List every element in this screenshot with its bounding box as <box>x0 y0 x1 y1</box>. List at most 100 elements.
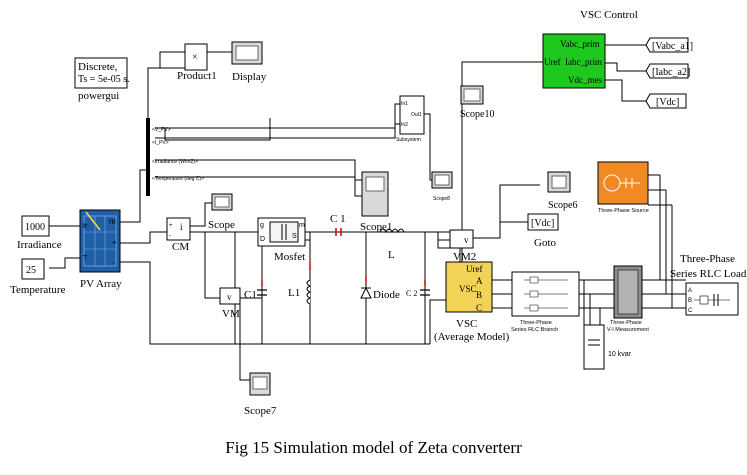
scope1-block[interactable]: Scope1 <box>360 171 392 233</box>
mosfet-label: Mosfet <box>274 251 305 263</box>
vm2-label: VM2 <box>453 251 476 263</box>
vsc-average-model-block[interactable]: VSC Uref A B C VSC (Average Model) <box>434 261 510 343</box>
temperature-block[interactable]: 25 Temperature <box>10 258 66 296</box>
irradiance-block[interactable]: 1000 Irradiance <box>17 215 62 251</box>
subsystem-in2: In2 <box>401 122 408 128</box>
bus-signal-labels: <V_PV> <I_PV> <Irradiance (W/m2)> <Tempe… <box>152 127 204 182</box>
scope8-label: Scope8 <box>433 196 450 202</box>
goto-block-label: Goto <box>534 237 557 249</box>
vm-label: VM <box>222 308 240 320</box>
pv-port-t: T <box>83 255 88 262</box>
rlc-load-line1: Three-Phase <box>680 253 735 265</box>
multiply-icon: × <box>192 52 198 63</box>
scope8-block[interactable]: Scope8 <box>431 171 453 202</box>
capbank-label: 10 kvar <box>608 351 632 358</box>
bus-signal-temperature: <Temperature (deg C)> <box>152 176 204 182</box>
vsc-port-b: B <box>476 290 482 300</box>
rlc-load-line2: Series RLC Load <box>670 268 747 280</box>
bus-signal-vpv: <V_PV> <box>152 127 171 133</box>
capbank-block[interactable]: 10 kvar <box>583 324 632 370</box>
vm2-block[interactable]: v VM2 <box>449 229 476 263</box>
diode-block[interactable]: Diode <box>360 276 400 301</box>
irradiance-value: 1000 <box>25 222 45 233</box>
svg-text:B: B <box>688 298 692 304</box>
l1-inductor[interactable]: L1 <box>288 262 312 305</box>
temperature-value: 25 <box>26 265 36 276</box>
goto-tag-vabc-label: [Vabc_a1] <box>652 41 693 52</box>
mosfet-port-d: D <box>260 236 265 243</box>
mosfet-port-g: g <box>260 222 264 229</box>
vi-meas-line2: V-I Measurement <box>607 327 649 333</box>
vm-symbol: v <box>227 292 232 302</box>
powergui-line2: Ts = 5e-05 s. <box>78 74 130 85</box>
pv-array-block[interactable]: m + - Ir T PV Array <box>79 209 122 290</box>
goto-tag-iabc[interactable]: [Iabc_a2] <box>645 63 690 79</box>
rlc-load-block[interactable]: Three-Phase Series RLC Load A B C <box>670 253 747 316</box>
scope-label: Scope <box>208 219 235 231</box>
mosfet-port-s: S <box>292 233 297 240</box>
c1-shunt-capacitor[interactable]: C1 <box>244 280 267 301</box>
vsc-control-out: Uref <box>544 57 561 67</box>
powergui-label: powergui <box>78 90 119 102</box>
scope6-block[interactable]: Scope6 <box>547 171 577 211</box>
subsystem-label: Subsystem <box>396 137 421 143</box>
c1-series-capacitor[interactable]: C 1 <box>330 213 346 236</box>
vsc-control-block[interactable]: VSC Control Vabc_prim Iabc_prim Vdc_mes … <box>542 9 638 89</box>
c1-series-label: C 1 <box>330 213 346 225</box>
diode-label: Diode <box>373 289 400 301</box>
powergui-block[interactable]: Discrete, Ts = 5e-05 s. powergui <box>74 57 130 102</box>
three-phase-source-label: Three-Phase Source <box>598 208 649 214</box>
scope7-block[interactable]: Scope7 <box>244 372 277 417</box>
scope1-label: Scope1 <box>360 221 392 233</box>
irradiance-label: Irradiance <box>17 239 62 251</box>
sun-ray-icon <box>85 211 101 231</box>
vsc-control-title: VSC Control <box>580 9 638 21</box>
cm-label: CM <box>172 241 189 253</box>
goto-block-tag: [Vdc] <box>531 218 554 229</box>
three-phase-source-block[interactable]: Three-Phase Source <box>597 161 649 214</box>
scope7-label: Scope7 <box>244 405 277 417</box>
goto-tag-vdc[interactable]: [Vdc] <box>645 93 687 109</box>
svg-text:C: C <box>688 308 693 314</box>
product-block[interactable]: × Product1 <box>177 43 217 82</box>
product-label: Product1 <box>177 70 217 82</box>
l-label: L <box>388 249 395 261</box>
vi-meas-line1: Three-Phase <box>610 320 642 326</box>
goto-tag-vabc[interactable]: [Vabc_a1] <box>645 37 693 53</box>
l-inductor[interactable]: L <box>379 228 405 261</box>
c1-shunt-label: C1 <box>244 289 257 301</box>
vsc-port-uref: Uref <box>466 264 483 274</box>
cm-symbol: i <box>180 222 183 232</box>
c2-capacitor[interactable]: C 2 <box>406 280 430 298</box>
subsystem-out: Out1 <box>411 112 422 118</box>
mosfet-port-m: m <box>299 222 305 229</box>
subsystem-block[interactable]: In1 In2 Out1 Subsystem <box>396 95 425 143</box>
cm-minus: - <box>169 233 171 239</box>
display-block[interactable]: Display <box>231 41 267 83</box>
pv-port-minus: - <box>112 258 115 267</box>
scope6-label: Scope6 <box>548 200 577 211</box>
vsc-port-a: A <box>476 276 483 286</box>
cm-plus: + <box>169 223 173 229</box>
scope-block[interactable]: Scope <box>208 193 235 231</box>
powergui-line1: Discrete, <box>78 61 118 73</box>
svg-text:A: A <box>688 288 692 294</box>
simulink-diagram: Discrete, Ts = 5e-05 s. powergui 1000 Ir… <box>10 9 747 417</box>
c2-label: C 2 <box>406 289 417 298</box>
scope10-block[interactable]: Scope10 <box>460 85 494 120</box>
cm-block[interactable]: i + - CM <box>166 217 191 253</box>
vsc-control-in1: Vabc_prim <box>560 39 600 49</box>
display-label: Display <box>232 71 267 83</box>
goto-block[interactable]: [Vdc] Goto <box>527 213 559 249</box>
pv-port-ir: Ir <box>83 223 88 230</box>
vi-measurement-block[interactable]: Three-Phase V-I Measurement <box>607 265 649 333</box>
vm-block[interactable]: v VM <box>219 287 241 320</box>
pv-port-m: m <box>109 217 116 226</box>
bus-selector[interactable] <box>146 118 150 196</box>
subsystem-in1: In1 <box>401 101 408 107</box>
vsc-port-c: C <box>476 303 482 313</box>
rlc-branch-block[interactable]: Three-Phase Series RLC Branch <box>511 271 580 333</box>
vsc-label-line2: (Average Model) <box>434 331 510 343</box>
bus-signal-ipv: <I_PV> <box>152 140 169 146</box>
mosfet-block[interactable]: g D S m Mosfet <box>257 217 306 263</box>
